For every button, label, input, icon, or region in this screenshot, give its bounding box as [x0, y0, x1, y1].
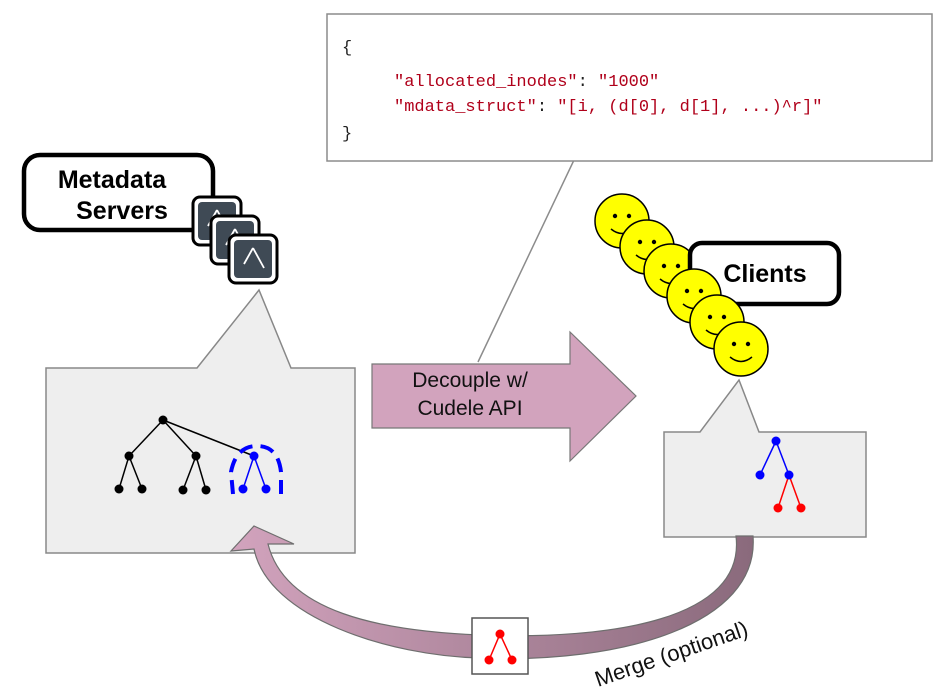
tree-nodes-black — [114, 415, 211, 495]
tree-edges-black — [118, 419, 255, 491]
json-line-mdata-struct: "mdata_struct": "[i, (d[0], d[1], ...)^r… — [394, 98, 822, 117]
client-tree-nodes-blue — [755, 436, 794, 480]
decouple-arrow-label-line1: Decouple w/ — [412, 369, 528, 392]
client-namespace-tree — [755, 436, 806, 513]
json-separator: : — [578, 73, 598, 92]
server-icon — [227, 233, 279, 285]
json-key-mdata-struct: "mdata_struct" — [394, 98, 537, 117]
json-key-allocated-inodes: "allocated_inodes" — [394, 73, 578, 92]
client-tree-nodes-red — [773, 503, 806, 513]
client-panel — [663, 378, 867, 538]
client-tree-edges-blue — [759, 440, 790, 476]
metadata-servers-label-line1: Metadata — [58, 166, 167, 194]
json-box — [326, 13, 933, 162]
client-tree-edges-red — [777, 474, 802, 509]
metadata-servers-label-box — [21, 152, 216, 233]
tree-nodes-blue — [238, 451, 271, 494]
client-panel-bubble — [663, 378, 867, 538]
decoupled-subtree-highlight — [228, 443, 283, 498]
json-close-brace: } — [342, 125, 352, 144]
metadata-servers-group: Metadata Servers — [21, 152, 279, 285]
json-value-allocated-inodes: "1000" — [598, 73, 659, 92]
server-panel — [45, 288, 356, 554]
decouple-arrow: Decouple w/ Cudele API — [371, 330, 637, 463]
decouple-arrow-label-line2: Cudele API — [417, 397, 522, 420]
json-callout: { "allocated_inodes": "1000" "mdata_stru… — [326, 13, 933, 363]
merge-tree-icon — [471, 617, 529, 675]
decouple-arrow-shape — [371, 330, 637, 463]
json-line-allocated-inodes: "allocated_inodes": "1000" — [394, 73, 659, 92]
json-separator: : — [537, 98, 557, 117]
smiley-icon — [713, 321, 769, 377]
metadata-servers-label-line2: Servers — [76, 197, 168, 225]
json-value-mdata-struct: "[i, (d[0], d[1], ...)^r]" — [557, 98, 822, 117]
json-open-brace: { — [342, 39, 352, 58]
server-panel-bubble — [45, 288, 356, 554]
clients-label: Clients — [723, 260, 806, 288]
merge-arrow — [229, 525, 754, 660]
client-smileys: Clients — [594, 193, 842, 377]
server-namespace-tree — [114, 415, 283, 498]
tree-edges-blue — [242, 455, 267, 490]
